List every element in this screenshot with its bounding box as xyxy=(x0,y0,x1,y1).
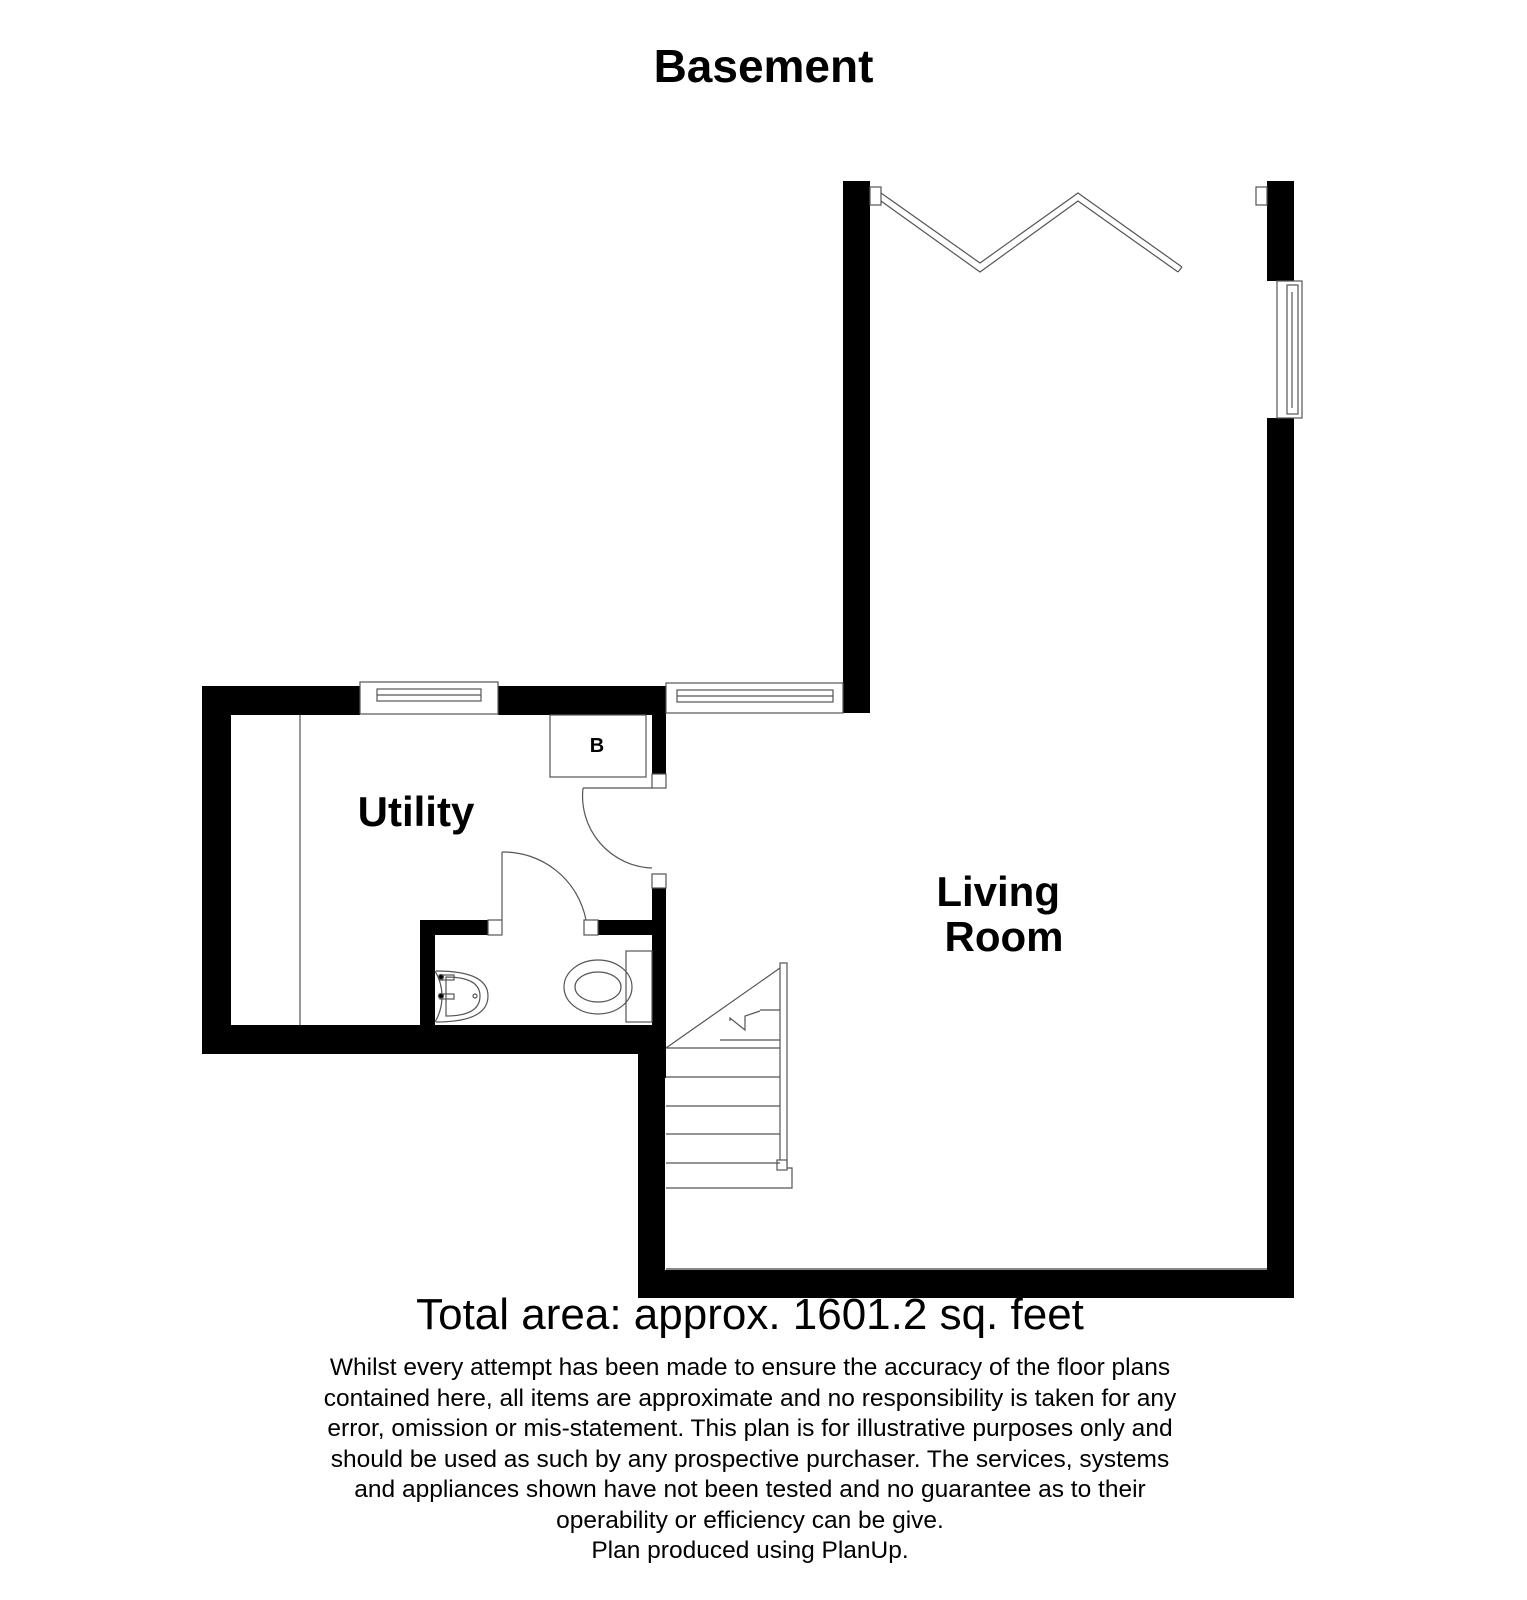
utility-window-icon xyxy=(359,681,499,715)
boiler-cupboard xyxy=(549,714,647,778)
wc-door-icon xyxy=(487,851,599,936)
basin-icon xyxy=(434,970,489,1023)
toilet-icon xyxy=(563,950,653,1023)
boiler-label: B xyxy=(590,735,604,757)
page-title: Basement xyxy=(653,40,874,92)
utility-walls xyxy=(202,686,666,1054)
disclaimer-line: operability or efficiency can be give. xyxy=(556,1506,944,1534)
living-room-label: Living Room xyxy=(936,868,1071,960)
disclaimer: Whilst every attempt has been made to en… xyxy=(0,1353,1500,1567)
disclaimer-line: should be used as such by any prospectiv… xyxy=(330,1445,1170,1473)
living-room-label-line-1: Living xyxy=(936,868,1060,915)
disclaimer-line: Whilst every attempt has been made to en… xyxy=(329,1354,1171,1381)
plan-credit: Plan produced using PlanUp. xyxy=(591,1537,909,1564)
staircase-icon xyxy=(665,962,793,1189)
utility-label: Utility xyxy=(358,788,475,835)
disclaimer-line: contained here, all items are approximat… xyxy=(323,1384,1177,1412)
disclaimer-line: and appliances shown have not been teste… xyxy=(354,1476,1146,1503)
disclaimer-line: error, omission or mis-statement. This p… xyxy=(327,1415,1173,1442)
bifold-door-icon xyxy=(869,186,1268,273)
living-room-label-line-2: Room xyxy=(945,913,1064,960)
utility-door-icon xyxy=(581,773,667,889)
living-room-window-icon xyxy=(665,682,844,714)
living-room-walls xyxy=(638,181,1294,1298)
total-area: Total area: approx. 1601.2 sq. feet xyxy=(416,1290,1084,1339)
living-room-side-window-icon xyxy=(1276,280,1303,419)
